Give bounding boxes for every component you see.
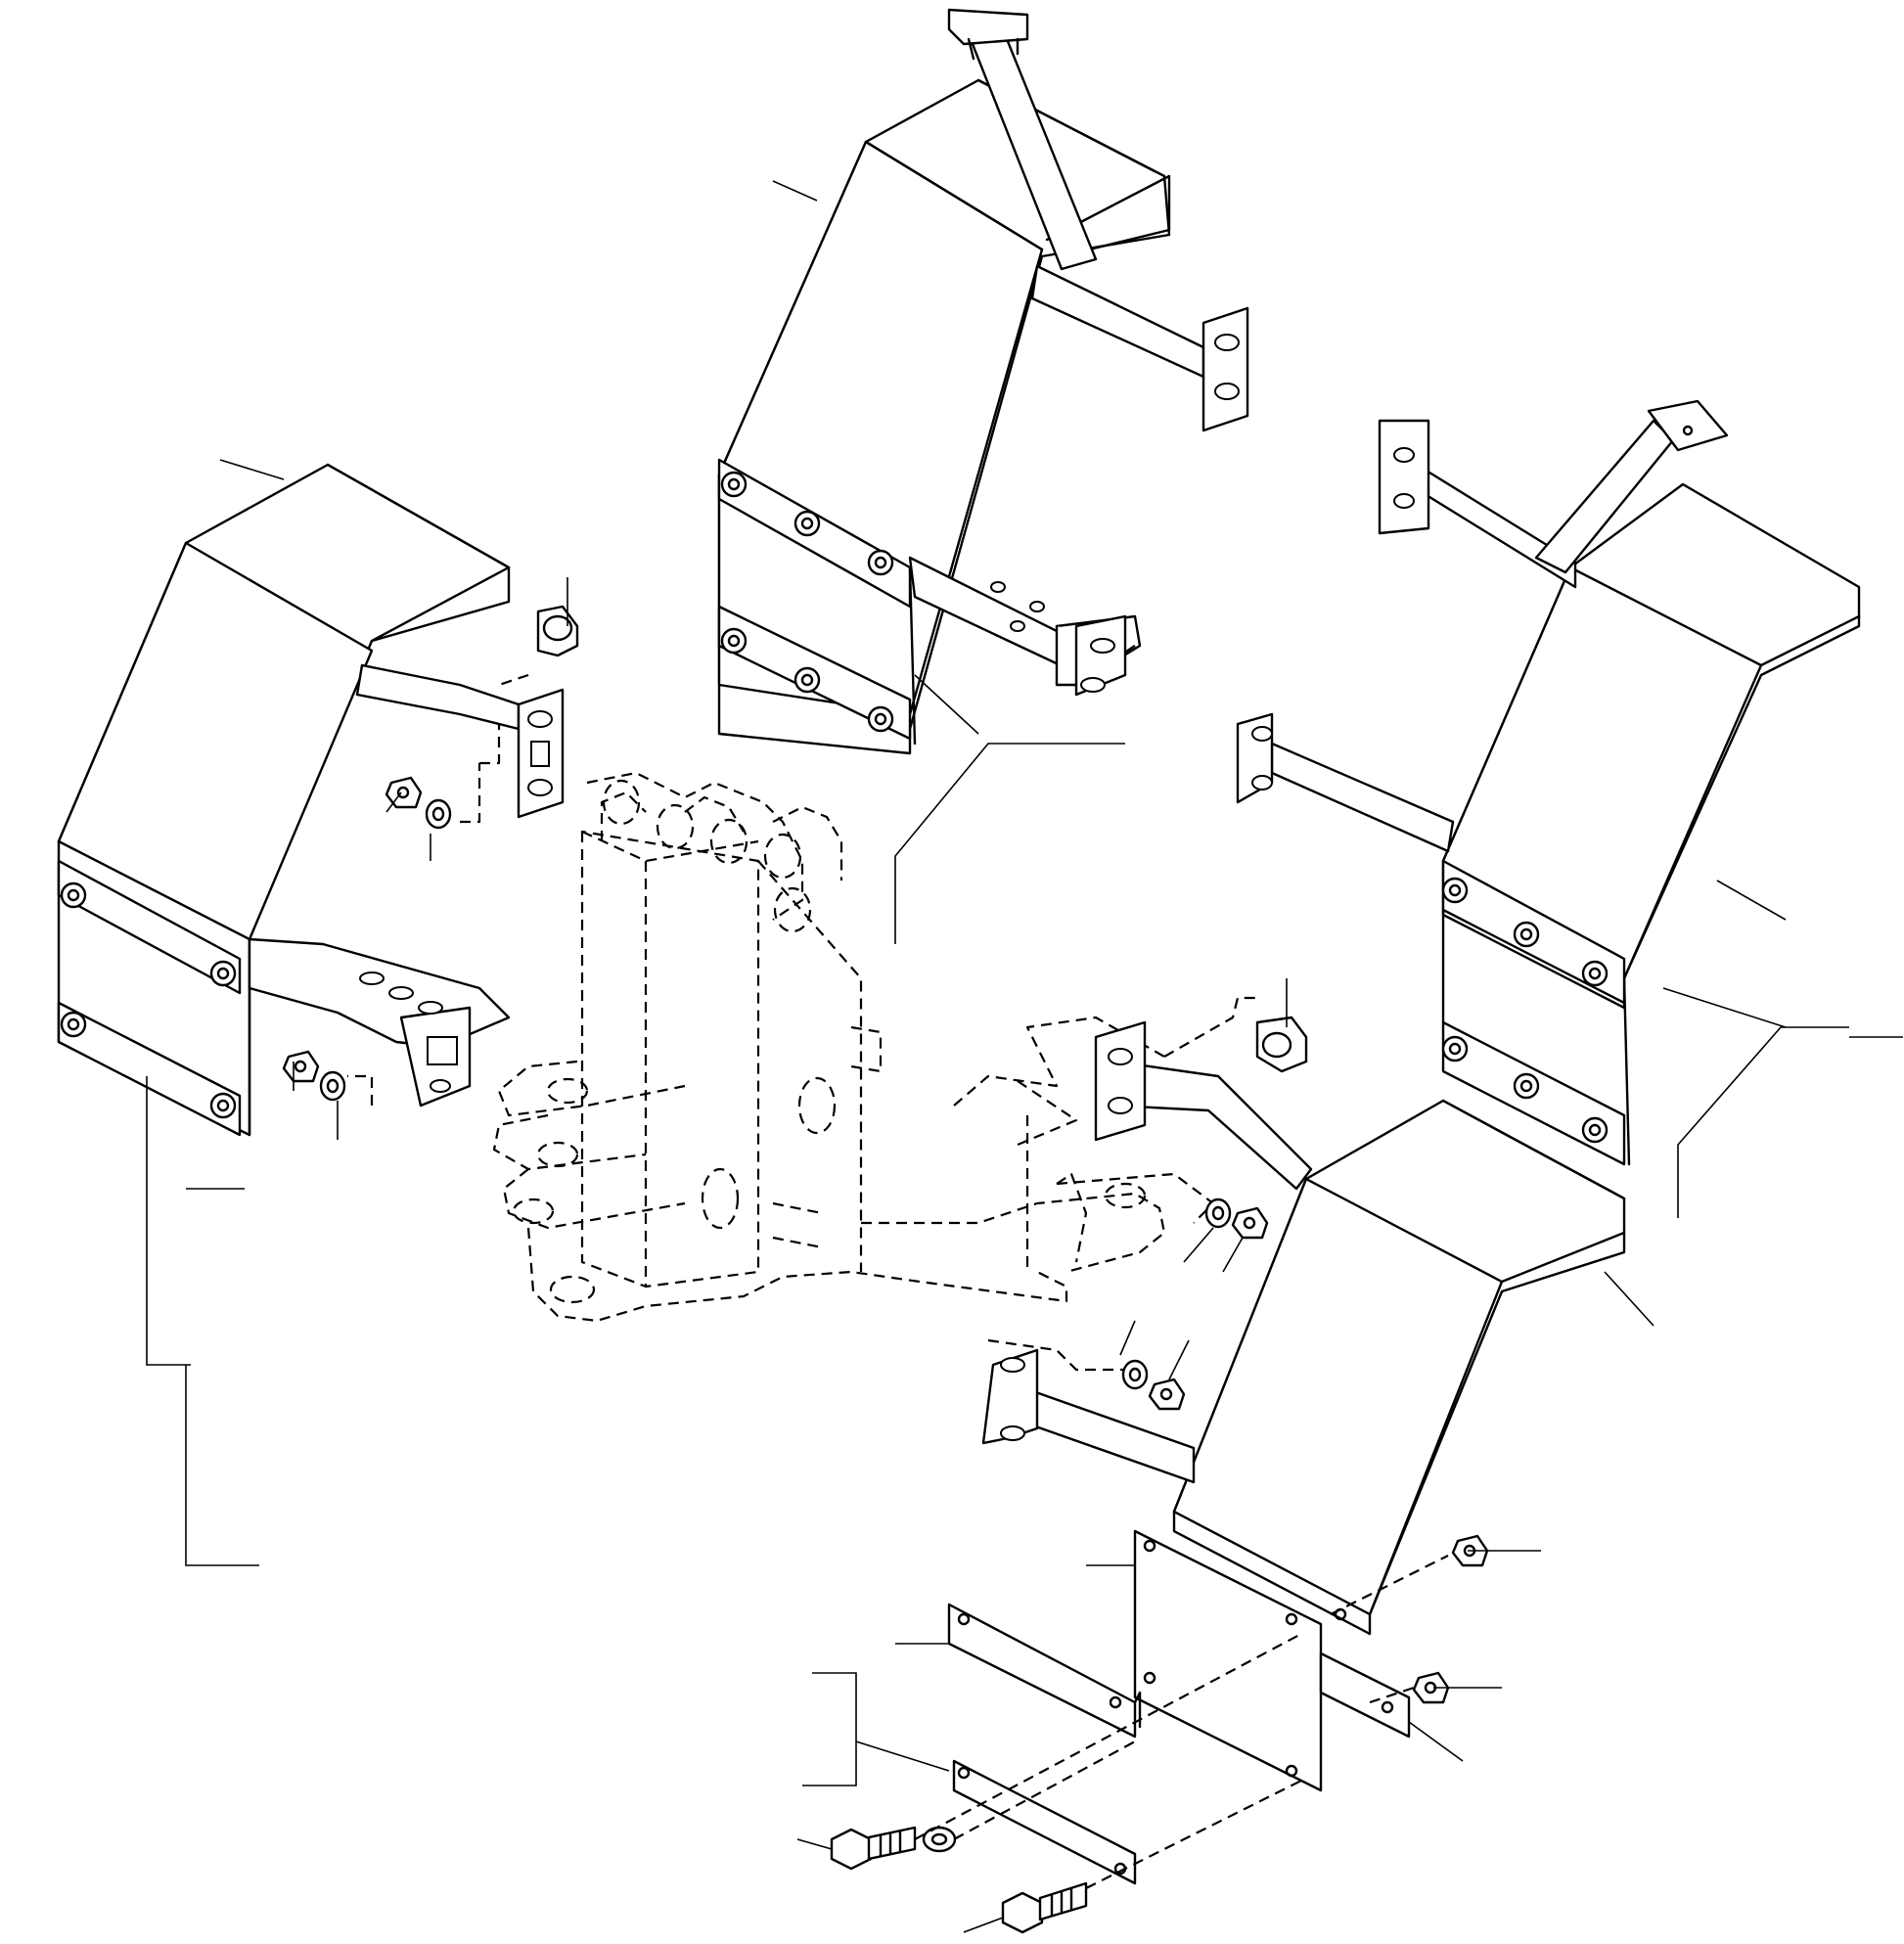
washer [1121,1359,1149,1390]
bolt-heads-rear-center [720,471,894,733]
cap-nut [1255,1016,1308,1073]
clamp-strip-right [1319,1651,1411,1739]
hex-nut [1148,1378,1186,1411]
fender-front-right [981,1020,1626,1636]
mud-flap-plate [1133,1529,1347,1792]
leader-lines [146,180,1903,1933]
hex-bolt [830,1826,917,1871]
bolt-heads-rear-right [1441,877,1609,1144]
fender-front-left [57,463,565,1137]
fender-rear-center [717,8,1249,755]
frame-mount [347,702,1257,1372]
washer [922,1826,957,1853]
bolt-heads-front-left [60,882,237,1119]
fender-rear-right [1236,399,1861,1166]
clamp-strip-lower [952,1759,1137,1885]
clamp-strip [947,1603,1142,1739]
hex-nut [282,1050,320,1083]
cap-nut [536,605,579,657]
hex-bolt [1001,1881,1088,1934]
washer [319,1070,346,1102]
hex-nut [385,776,423,809]
hex-nut [1231,1206,1269,1240]
washer [425,798,452,830]
washer [1204,1198,1232,1229]
